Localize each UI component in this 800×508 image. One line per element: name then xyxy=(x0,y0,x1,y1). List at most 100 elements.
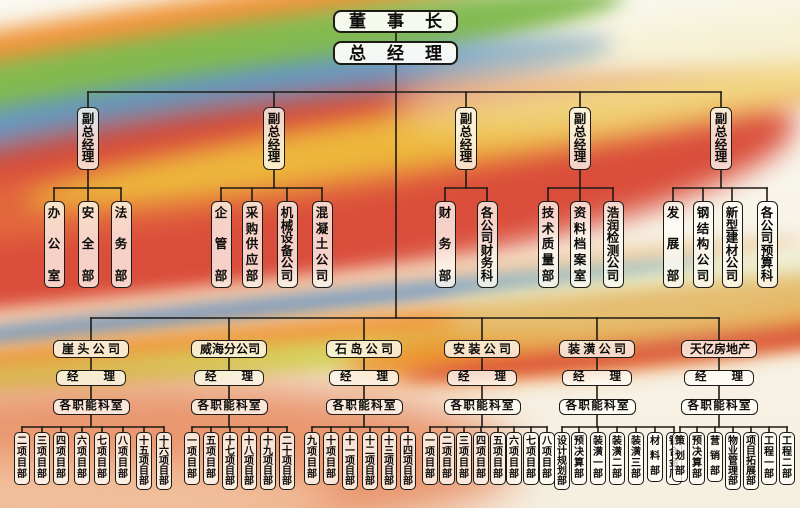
project-dept-box-2-6-label: 二十项目部 xyxy=(282,436,292,487)
project-dept-box-2-5: 十九项目部 xyxy=(260,432,276,490)
exec-dept-box-5-4-label: 各公司预算科 xyxy=(760,206,774,283)
exec-dept-box-2-1: 企管部 xyxy=(210,201,232,288)
exec-dept-box-4-1-label: 技术质量部 xyxy=(541,206,555,283)
company-box-4: 安装公司 xyxy=(444,340,520,358)
project-dept-box-3-1-label: 九项目部 xyxy=(307,436,317,480)
project-dept-box-3-6-label: 十四项目部 xyxy=(403,436,413,487)
manager-box-2: 经理 xyxy=(194,370,264,386)
exec-dept-box-4-2: 资料档案室 xyxy=(569,201,591,288)
project-dept-box-5-3-label: 装潢一部 xyxy=(593,436,603,480)
project-dept-box-3-4-label: 十二项目部 xyxy=(365,436,375,487)
project-dept-box-3-6: 十四项目部 xyxy=(400,432,416,490)
project-dept-box-1-4: 六项目部 xyxy=(74,432,90,485)
project-dept-box-1-2-label: 三项目部 xyxy=(37,436,47,480)
exec-dept-box-1-1: 办公室 xyxy=(43,201,65,288)
company-box-3: 石岛公司 xyxy=(326,340,402,358)
exec-dept-box-4-1: 技术质量部 xyxy=(537,201,559,288)
project-dept-box-2-3-label: 十七项目部 xyxy=(225,436,235,487)
project-dept-box-6-2: 预决算部 xyxy=(689,432,705,485)
functional-office-box-6-label: 各职能科室 xyxy=(687,400,751,413)
manager-box-2-label: 经理 xyxy=(205,371,253,384)
project-dept-box-6-7-label: 工程二部 xyxy=(782,436,792,480)
deputy-gm-box-5-label: 副总经理 xyxy=(714,112,728,165)
project-dept-box-1-8-label: 十六项目部 xyxy=(159,436,169,487)
manager-box-6-label: 经理 xyxy=(695,371,743,384)
exec-dept-box-4-3: 浩润检测公司 xyxy=(602,201,624,288)
project-dept-box-2-4: 十八项目部 xyxy=(241,432,257,490)
project-dept-box-1-3: 四项目部 xyxy=(53,432,69,485)
project-dept-box-2-2: 五项目部 xyxy=(203,432,219,485)
manager-box-4-label: 经理 xyxy=(458,371,506,384)
company-box-1: 崖头公司 xyxy=(53,340,129,358)
project-dept-box-4-6-label: 六项目部 xyxy=(509,436,519,480)
project-dept-box-4-3-label: 三项目部 xyxy=(459,436,469,480)
company-box-2-label: 威海分公司 xyxy=(200,342,261,356)
company-box-6: 天亿房地产 xyxy=(681,340,757,358)
exec-dept-box-4-2-label: 资料档案室 xyxy=(573,206,587,283)
project-dept-box-6-4-label: 物业管理部 xyxy=(728,436,738,487)
exec-dept-box-3-1: 财务部 xyxy=(434,201,456,288)
functional-office-box-1: 各职能科室 xyxy=(52,399,130,415)
project-dept-box-5-1-label: 设计规划部 xyxy=(557,436,567,487)
exec-dept-box-1-1-label: 办公室 xyxy=(47,206,61,283)
exec-dept-box-2-2: 采购供应部 xyxy=(241,201,263,288)
project-dept-box-5-2-label: 预决算部 xyxy=(574,436,584,480)
project-dept-box-6-2-label: 预决算部 xyxy=(692,436,702,480)
company-box-2: 威海分公司 xyxy=(191,340,267,358)
project-dept-box-2-5-label: 十九项目部 xyxy=(263,436,273,487)
project-dept-box-6-5: 项目拓展部 xyxy=(743,432,759,490)
project-dept-box-6-6: 工程一部 xyxy=(761,432,777,485)
project-dept-box-1-7: 十五项目部 xyxy=(136,432,152,490)
exec-dept-box-5-1: 发展部 xyxy=(662,201,684,288)
project-dept-box-4-4-label: 四项目部 xyxy=(476,436,486,480)
project-dept-box-2-1-label: 一项目部 xyxy=(187,436,197,480)
project-dept-box-1-7-label: 十五项目部 xyxy=(139,436,149,487)
project-dept-box-4-2: 二项目部 xyxy=(439,432,455,485)
project-dept-box-4-2-label: 二项目部 xyxy=(442,436,452,480)
project-dept-box-4-1: 一项目部 xyxy=(422,432,438,485)
exec-dept-box-5-4: 各公司预算科 xyxy=(756,201,778,288)
functional-office-box-6: 各职能科室 xyxy=(680,399,758,415)
general-manager-label: 总经理 xyxy=(349,43,442,63)
project-dept-box-3-4: 十二项目部 xyxy=(362,432,378,490)
project-dept-box-6-3: 营销部 xyxy=(707,432,723,482)
deputy-gm-box-3: 副总经理 xyxy=(455,107,477,170)
project-dept-box-4-7: 七项目部 xyxy=(523,432,539,485)
project-dept-box-6-1-label: 策划部 xyxy=(675,436,685,477)
project-dept-box-6-6-label: 工程一部 xyxy=(764,436,774,480)
project-dept-box-1-1: 二项目部 xyxy=(14,432,30,485)
project-dept-box-6-4: 物业管理部 xyxy=(725,432,741,490)
project-dept-box-3-2: 十项目部 xyxy=(323,432,339,485)
deputy-gm-box-4-label: 副总经理 xyxy=(573,112,587,165)
project-dept-box-4-1-label: 一项目部 xyxy=(425,436,435,480)
exec-dept-box-4-3-label: 浩润检测公司 xyxy=(606,206,620,283)
project-dept-box-1-3-label: 四项目部 xyxy=(56,436,66,480)
project-dept-box-5-5-label: 装潢三部 xyxy=(631,436,641,480)
project-dept-box-5-5: 装潢三部 xyxy=(628,432,644,485)
functional-office-box-1-label: 各职能科室 xyxy=(59,400,123,413)
project-dept-box-3-5-label: 十三项目部 xyxy=(384,436,394,487)
project-dept-box-4-6: 六项目部 xyxy=(506,432,522,485)
exec-dept-box-5-2: 钢结构公司 xyxy=(692,201,714,288)
project-dept-box-3-5: 十三项目部 xyxy=(381,432,397,490)
project-dept-box-1-8: 十六项目部 xyxy=(156,432,172,490)
project-dept-box-2-1: 一项目部 xyxy=(184,432,200,485)
deputy-gm-box-2: 副总经理 xyxy=(263,107,285,170)
company-box-1-label: 崖头公司 xyxy=(62,342,120,356)
deputy-gm-box-5: 副总经理 xyxy=(710,107,732,170)
functional-office-box-5: 各职能科室 xyxy=(558,399,636,415)
manager-box-1-label: 经理 xyxy=(67,371,115,384)
project-dept-box-4-7-label: 七项目部 xyxy=(526,436,536,480)
project-dept-box-5-6: 材料部 xyxy=(647,432,663,482)
functional-office-box-2-label: 各职能科室 xyxy=(197,400,261,413)
project-dept-box-3-3: 十一项目部 xyxy=(342,432,358,490)
chairman-label: 董事长 xyxy=(349,12,442,31)
general-manager-box: 总经理 xyxy=(333,41,458,65)
project-dept-box-5-1: 设计规划部 xyxy=(554,432,570,490)
project-dept-box-4-5: 五项目部 xyxy=(490,432,506,485)
chairman-box: 董事长 xyxy=(333,10,458,33)
exec-dept-box-3-1-label: 财务部 xyxy=(438,206,452,283)
functional-office-box-3-label: 各职能科室 xyxy=(332,400,396,413)
manager-box-4: 经理 xyxy=(447,370,517,386)
manager-box-1: 经理 xyxy=(56,370,126,386)
